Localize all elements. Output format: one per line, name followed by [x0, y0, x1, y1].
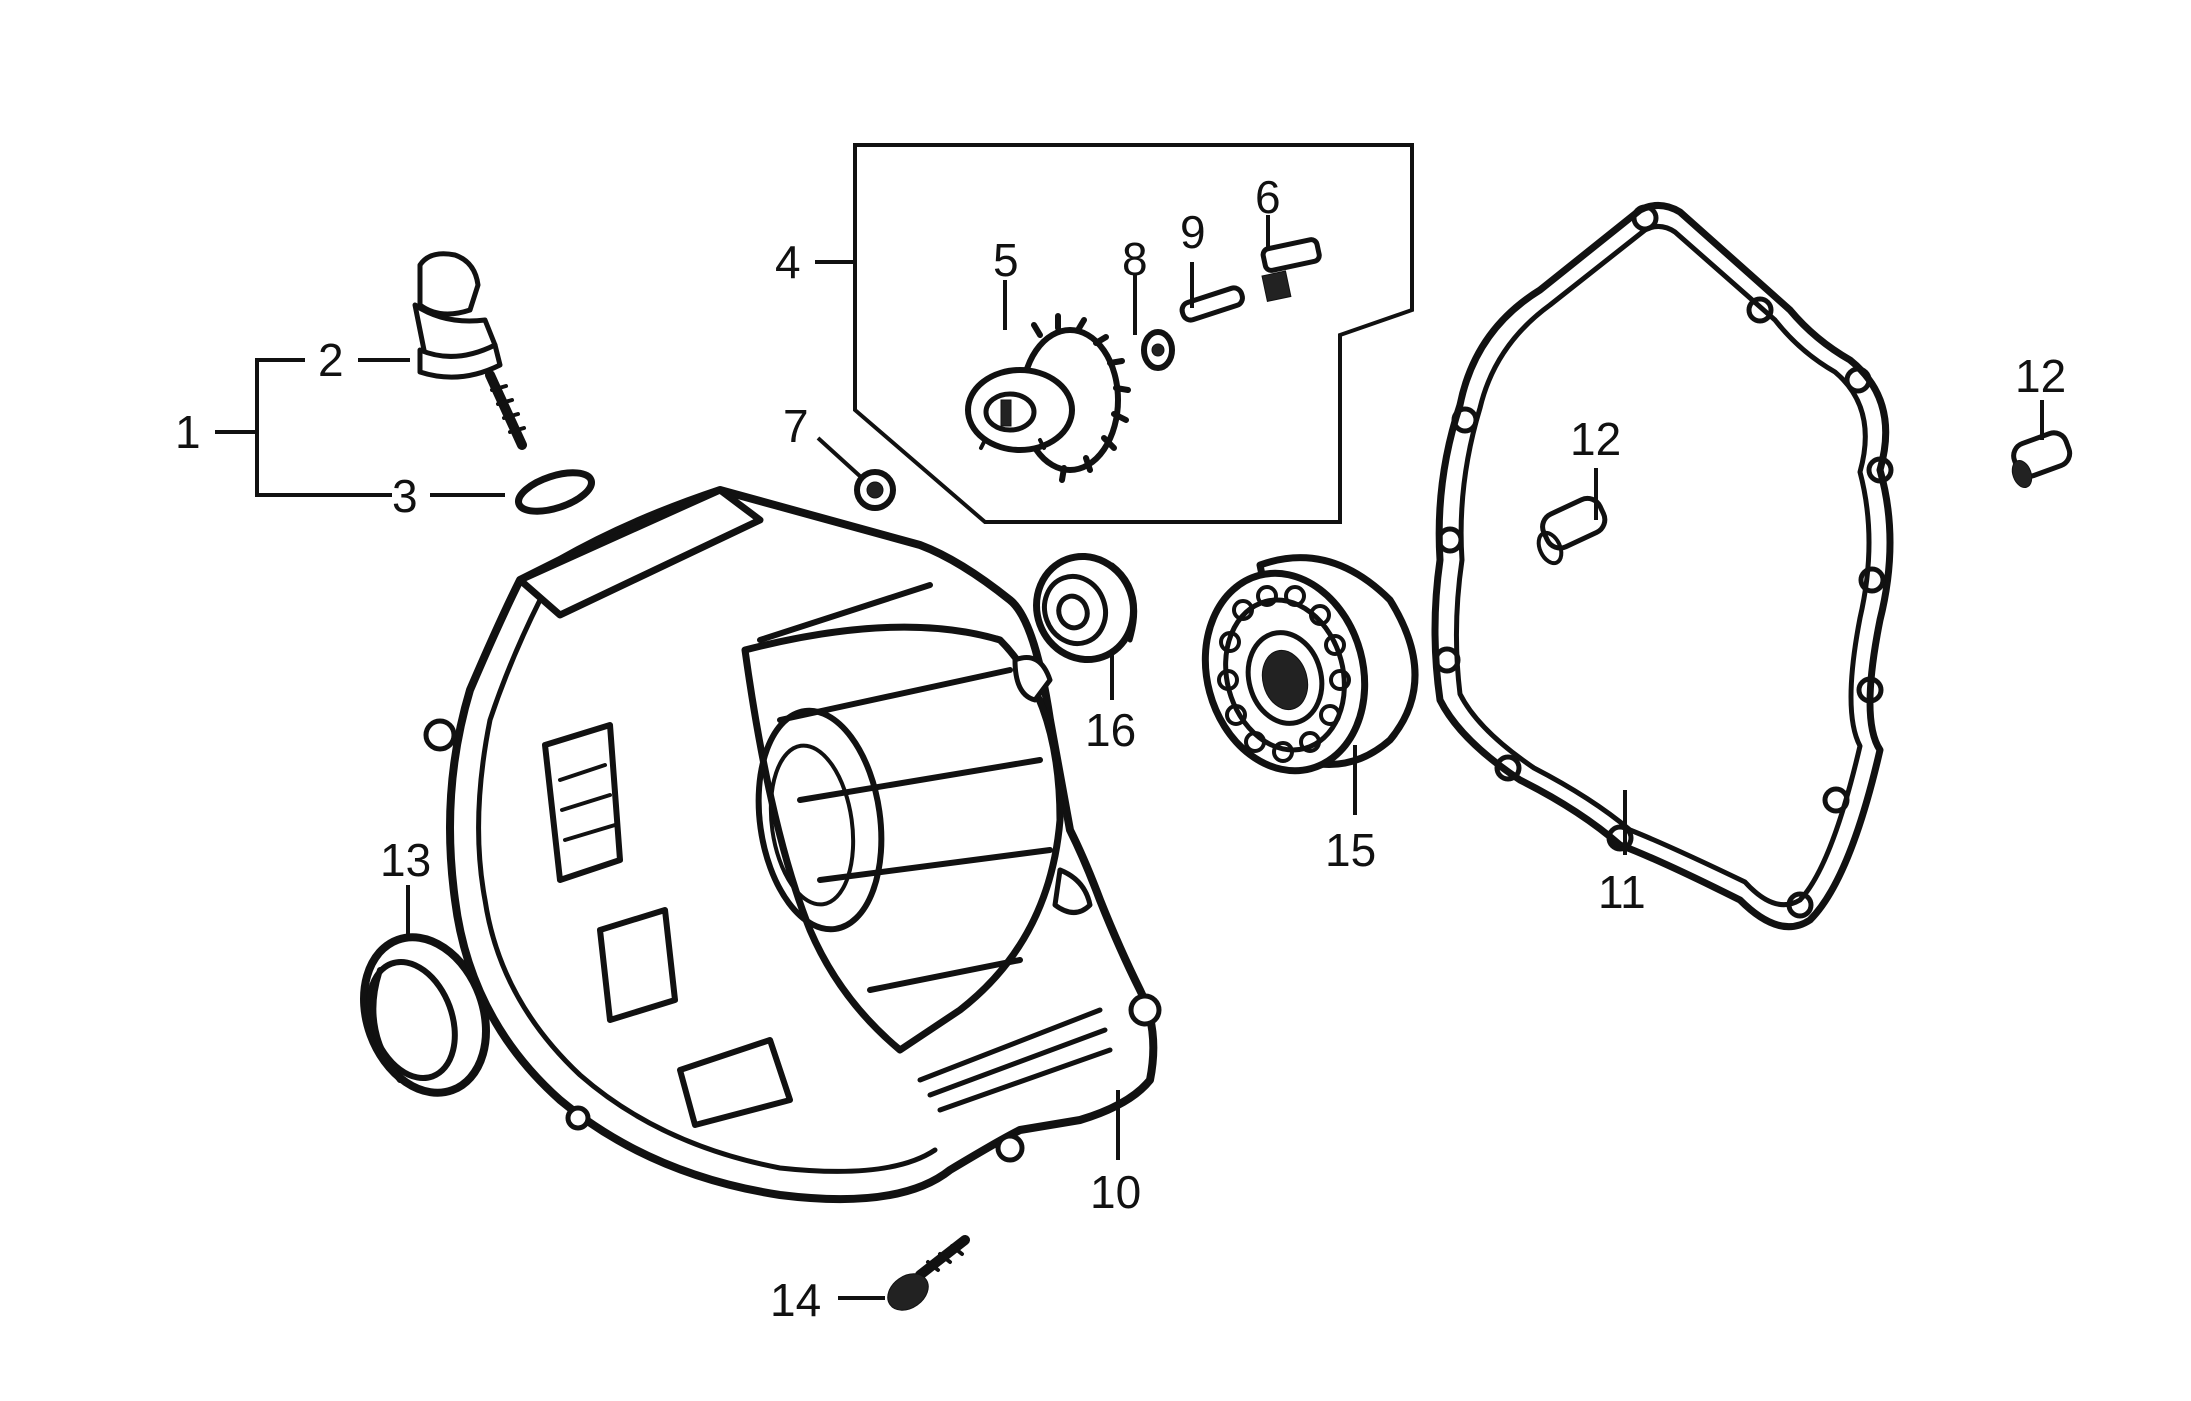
callout-numbers: 1 2 3 4 5 6 7 8 9 10 11 12 12 13 14 15 1…	[175, 171, 2066, 1326]
callout-10: 10	[1090, 1166, 1141, 1218]
oil-seal	[360, 933, 490, 1097]
cover-gasket	[1431, 202, 1894, 931]
governor-gear	[965, 313, 1131, 483]
callout-6: 6	[1255, 171, 1281, 223]
callout-5: 5	[993, 234, 1019, 286]
dowel-pin-inner	[1536, 495, 1608, 566]
crankcase-cover	[423, 486, 1162, 1204]
nut-part-7	[854, 469, 896, 511]
callout-12-inner: 12	[1570, 413, 1621, 465]
washer-part-8	[1141, 329, 1175, 371]
callout-7: 7	[783, 400, 809, 452]
callout-13: 13	[380, 834, 431, 886]
leader-lines	[358, 215, 2044, 1300]
callout-14: 14	[770, 1274, 821, 1326]
box-part-4	[815, 143, 1414, 524]
callout-12-outer: 12	[2015, 350, 2066, 402]
callout-2: 2	[318, 334, 344, 386]
bracket-part-1	[215, 358, 392, 497]
o-ring	[515, 469, 595, 515]
callout-1: 1	[175, 406, 201, 458]
oil-filler-cap	[412, 251, 527, 450]
callout-9: 9	[1180, 206, 1206, 258]
governor-pin	[1260, 237, 1322, 303]
callout-4: 4	[775, 236, 801, 288]
dowel-pin-outer	[2011, 430, 2073, 489]
callout-16: 16	[1085, 704, 1136, 756]
callout-3: 3	[392, 470, 418, 522]
callout-15: 15	[1325, 824, 1376, 876]
main-bearing	[1201, 554, 1419, 775]
small-bearing	[1033, 552, 1138, 664]
pin-part-9	[1179, 285, 1245, 323]
callout-11: 11	[1598, 866, 1646, 918]
callout-8: 8	[1122, 233, 1148, 285]
drain-bolt	[887, 1235, 970, 1311]
